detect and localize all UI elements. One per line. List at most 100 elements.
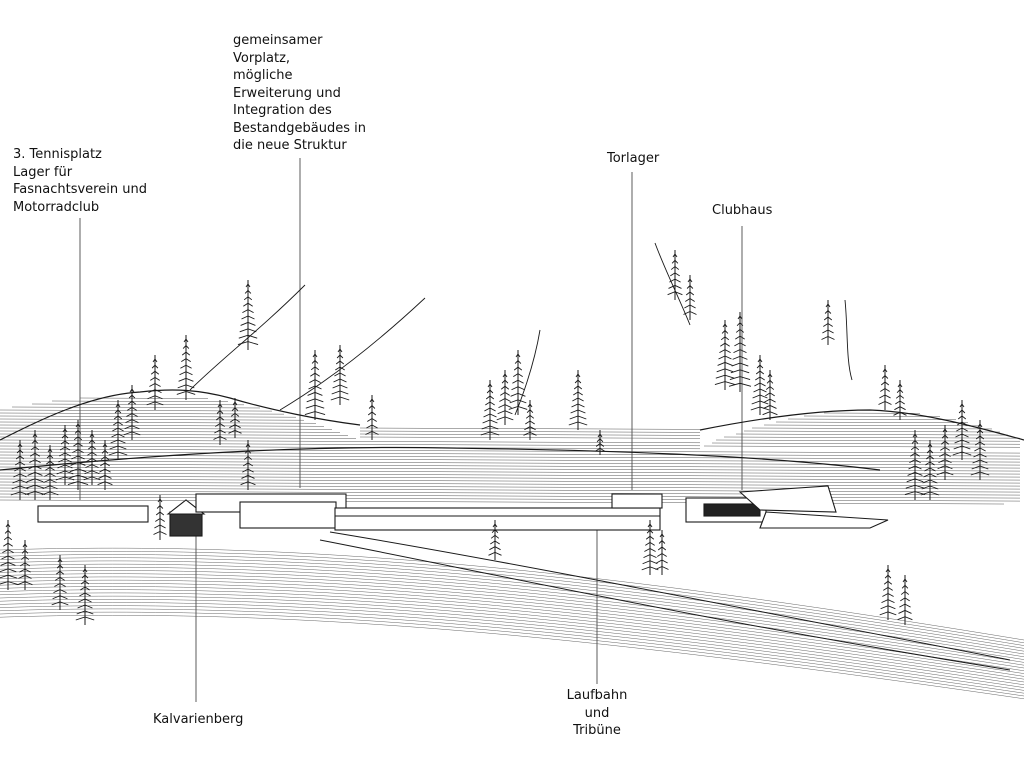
- tree-icon: [952, 400, 972, 460]
- hatch-line: [0, 469, 1021, 475]
- hatch-line: [0, 466, 1021, 472]
- hatch-line: [0, 436, 357, 439]
- hatch-line: [735, 433, 1009, 436]
- tree-icon: [480, 380, 500, 440]
- tree-icon: [897, 575, 913, 625]
- track-lines: [319, 531, 1011, 671]
- kalvarienberg-chapel: [169, 511, 203, 537]
- kalvarienberg-roof: [166, 499, 206, 515]
- hatch-line: [11, 406, 261, 409]
- vorplatz-block: [239, 501, 337, 529]
- hatch-line: [0, 605, 1024, 691]
- tree-icon: [879, 565, 897, 620]
- right-platform: [738, 485, 837, 513]
- tree-icon: [970, 420, 990, 480]
- hatch-line: [0, 592, 1024, 680]
- trees: [0, 242, 990, 625]
- tree-icon: [365, 395, 379, 440]
- hatch-line: [0, 499, 1005, 505]
- hatch-line: [0, 554, 1024, 646]
- label-tennis: 3. Tennisplatz Lager für Fasnachtsverein…: [13, 147, 147, 215]
- tree-icon: [228, 398, 242, 438]
- hatch-line: [0, 463, 1021, 469]
- hatch-line: [51, 400, 229, 402]
- tree-icon: [762, 370, 778, 420]
- hatch-line: [0, 487, 1021, 493]
- hatch-line: [715, 439, 1021, 442]
- tree-icon: [51, 555, 69, 610]
- tree-icon: [936, 425, 954, 480]
- tree-icon: [67, 420, 89, 490]
- sketch-stroke: [514, 329, 541, 416]
- hatch-line: [0, 547, 1024, 641]
- tree-icon: [667, 250, 683, 300]
- clubhouse-terrace: [759, 511, 889, 529]
- hatch-line: [0, 615, 1024, 700]
- slope-ridge: [0, 446, 881, 471]
- terrain-hatching: [0, 397, 1024, 700]
- hatch-line: [0, 427, 333, 430]
- hatch-line: [0, 460, 1021, 466]
- hatch-line: [0, 611, 1024, 697]
- hatch-line: [0, 409, 273, 412]
- tree-icon: [17, 540, 33, 590]
- tree-icon: [213, 400, 227, 445]
- hatch-line: [0, 608, 1024, 694]
- buildings: [37, 485, 889, 537]
- tree-icon: [893, 380, 907, 420]
- hatch-line: [0, 412, 285, 415]
- hatch-line: [0, 567, 1024, 658]
- tree-icon: [146, 355, 164, 410]
- tree-icon: [0, 520, 19, 590]
- hatch-line: [0, 490, 1021, 496]
- tree-icon: [904, 430, 926, 500]
- tree-icon: [641, 520, 659, 575]
- tree-icon: [595, 430, 605, 455]
- tree-icon: [750, 355, 770, 415]
- hatch-line: [0, 563, 1024, 655]
- hatch-line: [0, 496, 1021, 502]
- hatch-line: [0, 451, 1021, 457]
- hatch-line: [0, 433, 349, 436]
- leader-lines: [79, 158, 743, 702]
- hatch-line: [0, 481, 1021, 487]
- tree-icon: [176, 335, 196, 400]
- tennis-storage-building: [37, 505, 149, 523]
- tree-icon: [488, 520, 502, 560]
- tree-icon: [330, 345, 350, 405]
- hatch-line: [0, 493, 1021, 499]
- tree-icon: [123, 385, 141, 440]
- hatch-line: [0, 551, 1024, 644]
- hatch-line: [763, 424, 981, 427]
- hatch-line: [0, 570, 1024, 660]
- hill-outlines: [0, 389, 1024, 471]
- label-clubhaus: Clubhaus: [712, 203, 773, 218]
- tree-icon: [240, 440, 256, 490]
- tree-icon: [821, 300, 835, 345]
- tree-icon: [508, 350, 528, 415]
- hatch-line: [0, 589, 1024, 677]
- hatch-line: [775, 421, 969, 424]
- tree-icon: [83, 430, 101, 485]
- hatch-line: [0, 557, 1024, 649]
- hatch-line: [0, 418, 305, 421]
- sketch-stroke: [844, 299, 853, 381]
- hatch-line: [0, 576, 1024, 666]
- tree-icon: [237, 280, 259, 350]
- hatch-line: [0, 579, 1024, 669]
- tree-icon: [655, 530, 669, 575]
- sketch-stroke: [189, 284, 306, 391]
- tree-icon: [10, 440, 30, 500]
- track-edge-lower: [319, 539, 1011, 671]
- hatch-line: [0, 602, 1024, 688]
- hatch-line: [0, 478, 1021, 484]
- label-laufbahn: Laufbahn und Tribüne: [566, 688, 628, 738]
- hatch-line: [0, 583, 1024, 672]
- tree-icon: [878, 365, 892, 410]
- hatch-line: [0, 415, 297, 418]
- tree-icon: [55, 425, 75, 485]
- hatch-line: [723, 436, 1021, 439]
- hatch-line: [0, 560, 1024, 652]
- tree-icon: [153, 495, 167, 540]
